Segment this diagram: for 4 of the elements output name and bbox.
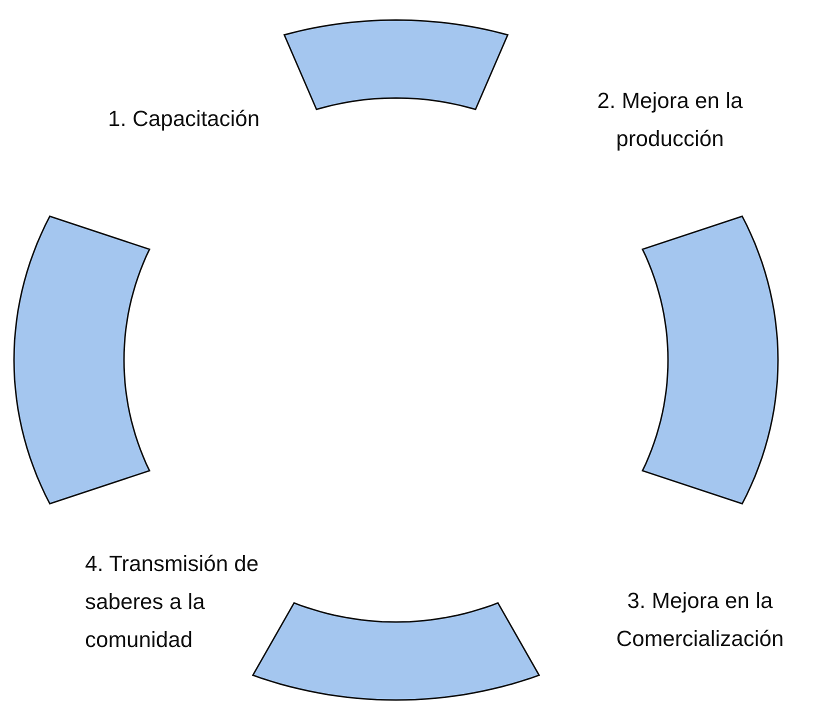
stage-label: 1. Capacitación: [108, 105, 261, 133]
stage-label: 3. Mejora en la Comercialización: [615, 587, 785, 653]
stage-label: 2. Mejora en la producción: [596, 87, 744, 153]
stage-label: 4. Transmisión de saberes a la comunidad: [85, 550, 260, 654]
